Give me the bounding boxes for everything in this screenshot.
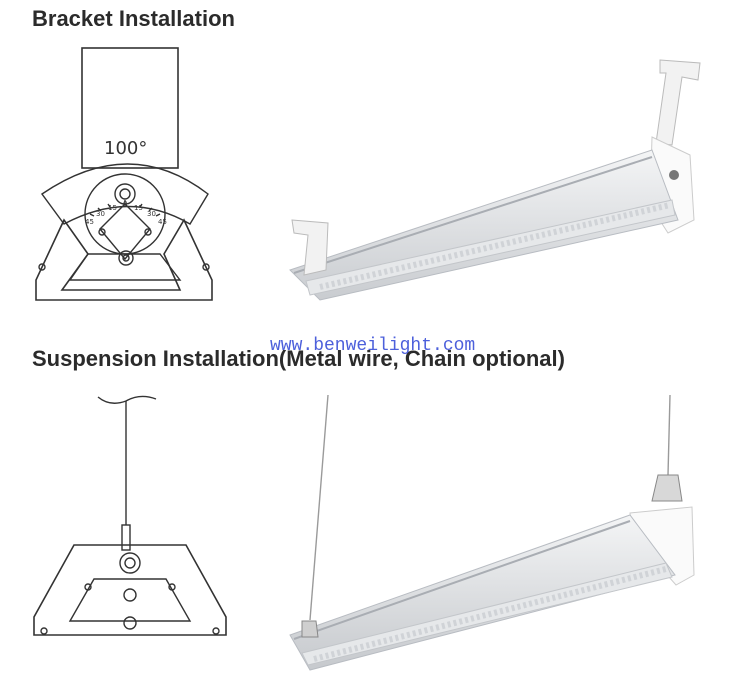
scale-label: 30 xyxy=(96,210,105,218)
suspended-light-photo xyxy=(289,394,695,671)
scale-label: 45 xyxy=(158,218,167,226)
bracket-installation-diagram: 100° 45 30 15 0 15 30 45 xyxy=(35,47,213,301)
scale-label: 45 xyxy=(85,218,94,226)
angle-label: 100° xyxy=(104,138,147,159)
section-title-suspension: Suspension Installation(Metal wire, Chai… xyxy=(32,346,565,371)
scale-label: 30 xyxy=(147,210,156,218)
suspension-installation-diagram xyxy=(33,395,227,636)
scale-label: 0 xyxy=(123,200,127,208)
bracket-mounted-light-photo xyxy=(289,59,701,301)
scale-label: 15 xyxy=(134,204,143,212)
watermark-text: www.benweilight.com xyxy=(270,336,476,356)
section-title-bracket: Bracket Installation xyxy=(32,6,235,31)
scale-label: 15 xyxy=(108,204,117,212)
